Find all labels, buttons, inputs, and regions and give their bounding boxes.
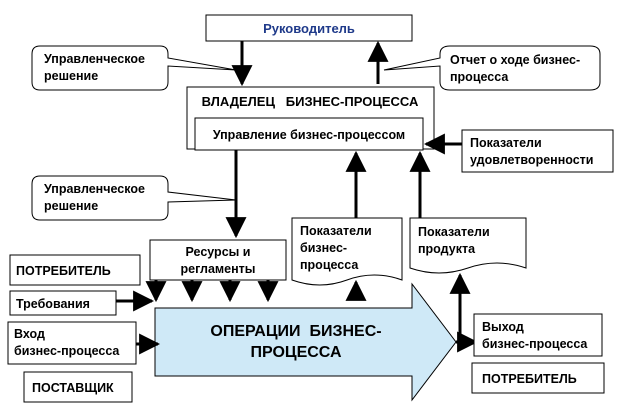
decision-callout-mid: Управленческое решение (31, 175, 237, 221)
operations-arrow-shape (154, 282, 457, 402)
supplier-box: ПОСТАВЩИК (23, 371, 133, 403)
process-indicators-doc: Показатели бизнес- процесса (291, 217, 403, 286)
input-line1: Вход (14, 327, 45, 341)
decision-callout-top: Управленческое решение (31, 45, 237, 91)
decision-top-line2: решение (44, 69, 98, 83)
supplier-label: ПОСТАВЩИК (32, 381, 114, 395)
requirements-label: Требования (16, 297, 90, 311)
satisfaction-line2: удовлетворенности (470, 153, 594, 167)
resources-line1: Ресурсы и (186, 245, 251, 259)
process-indicators-line2: бизнес- (300, 241, 347, 255)
report-line2: процесса (450, 70, 509, 84)
input-line2: бизнес-процесса (14, 344, 120, 358)
operations-arrow: ОПЕРАЦИИ БИЗНЕС- ПРОЦЕССА (154, 282, 457, 402)
management-label: Управление бизнес-процессом (213, 128, 405, 142)
output-box: Выход бизнес-процесса (473, 313, 603, 357)
output-line2: бизнес-процесса (482, 337, 588, 351)
operations-line1: ОПЕРАЦИИ БИЗНЕС- (210, 323, 381, 340)
operations-line2: ПРОЦЕССА (250, 344, 341, 361)
input-box: Вход бизнес-процесса (7, 321, 137, 365)
leader-box: Руководитель (205, 14, 413, 42)
resources-line2: регламенты (181, 262, 256, 276)
satisfaction-box: Показатели удовлетворенности (461, 129, 614, 173)
consumer-left-label: ПОТРЕБИТЕЛЬ (16, 264, 111, 278)
leader-label: Руководитель (263, 21, 355, 36)
consumer-left-box: ПОТРЕБИТЕЛЬ (9, 254, 141, 286)
decision-mid-line2: решение (44, 199, 98, 213)
output-line1: Выход (482, 320, 524, 334)
owner-label: ВЛАДЕЛЕЦ БИЗНЕС-ПРОЦЕССА (202, 94, 419, 109)
report-line1: Отчет о ходе бизнес- (450, 53, 580, 67)
management-box: Управление бизнес-процессом (194, 117, 424, 151)
product-indicators-line2: продукта (418, 242, 476, 256)
process-indicators-line3: процесса (300, 258, 359, 272)
consumer-right-box: ПОТРЕБИТЕЛЬ (471, 362, 605, 394)
report-callout: Отчет о ходе бизнес- процесса (383, 45, 601, 91)
product-indicators-line1: Показатели (418, 225, 490, 239)
consumer-right-label: ПОТРЕБИТЕЛЬ (482, 372, 577, 386)
requirements-box: Требования (9, 290, 117, 316)
process-indicators-line1: Показатели (300, 224, 372, 238)
product-indicators-doc: Показатели продукта (409, 217, 527, 274)
decision-top-line1: Управленческое (44, 52, 145, 66)
resources-box: Ресурсы и регламенты (149, 239, 287, 281)
decision-mid-line1: Управленческое (44, 182, 145, 196)
satisfaction-line1: Показатели (470, 136, 542, 150)
